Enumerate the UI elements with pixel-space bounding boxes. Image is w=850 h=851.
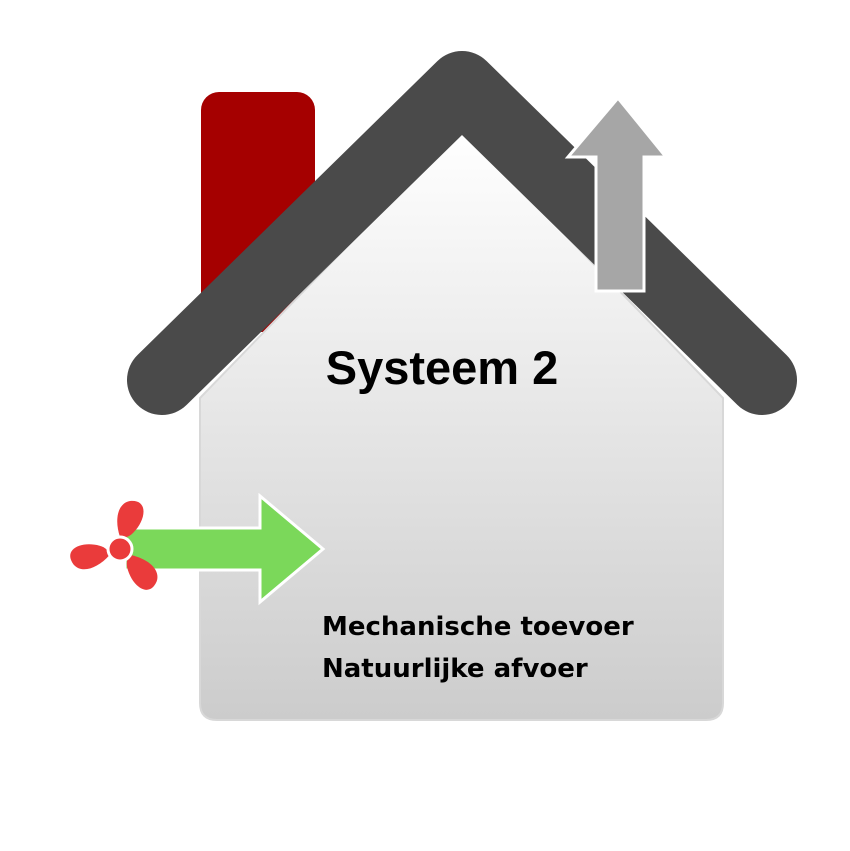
fan-blade — [117, 500, 144, 538]
fan-icon — [70, 500, 158, 590]
line-natural-exhaust: Natuurlijke afvoer — [322, 654, 588, 684]
line-mechanical-supply: Mechanische toevoer — [322, 612, 634, 642]
diagram-title: Systeem 2 — [326, 341, 559, 394]
fan-blade — [70, 544, 110, 570]
roof — [127, 51, 797, 415]
fan-blade — [126, 555, 158, 590]
arrow-up-icon — [564, 95, 670, 293]
house-wall — [199, 126, 724, 721]
fan-hub — [106, 535, 134, 563]
